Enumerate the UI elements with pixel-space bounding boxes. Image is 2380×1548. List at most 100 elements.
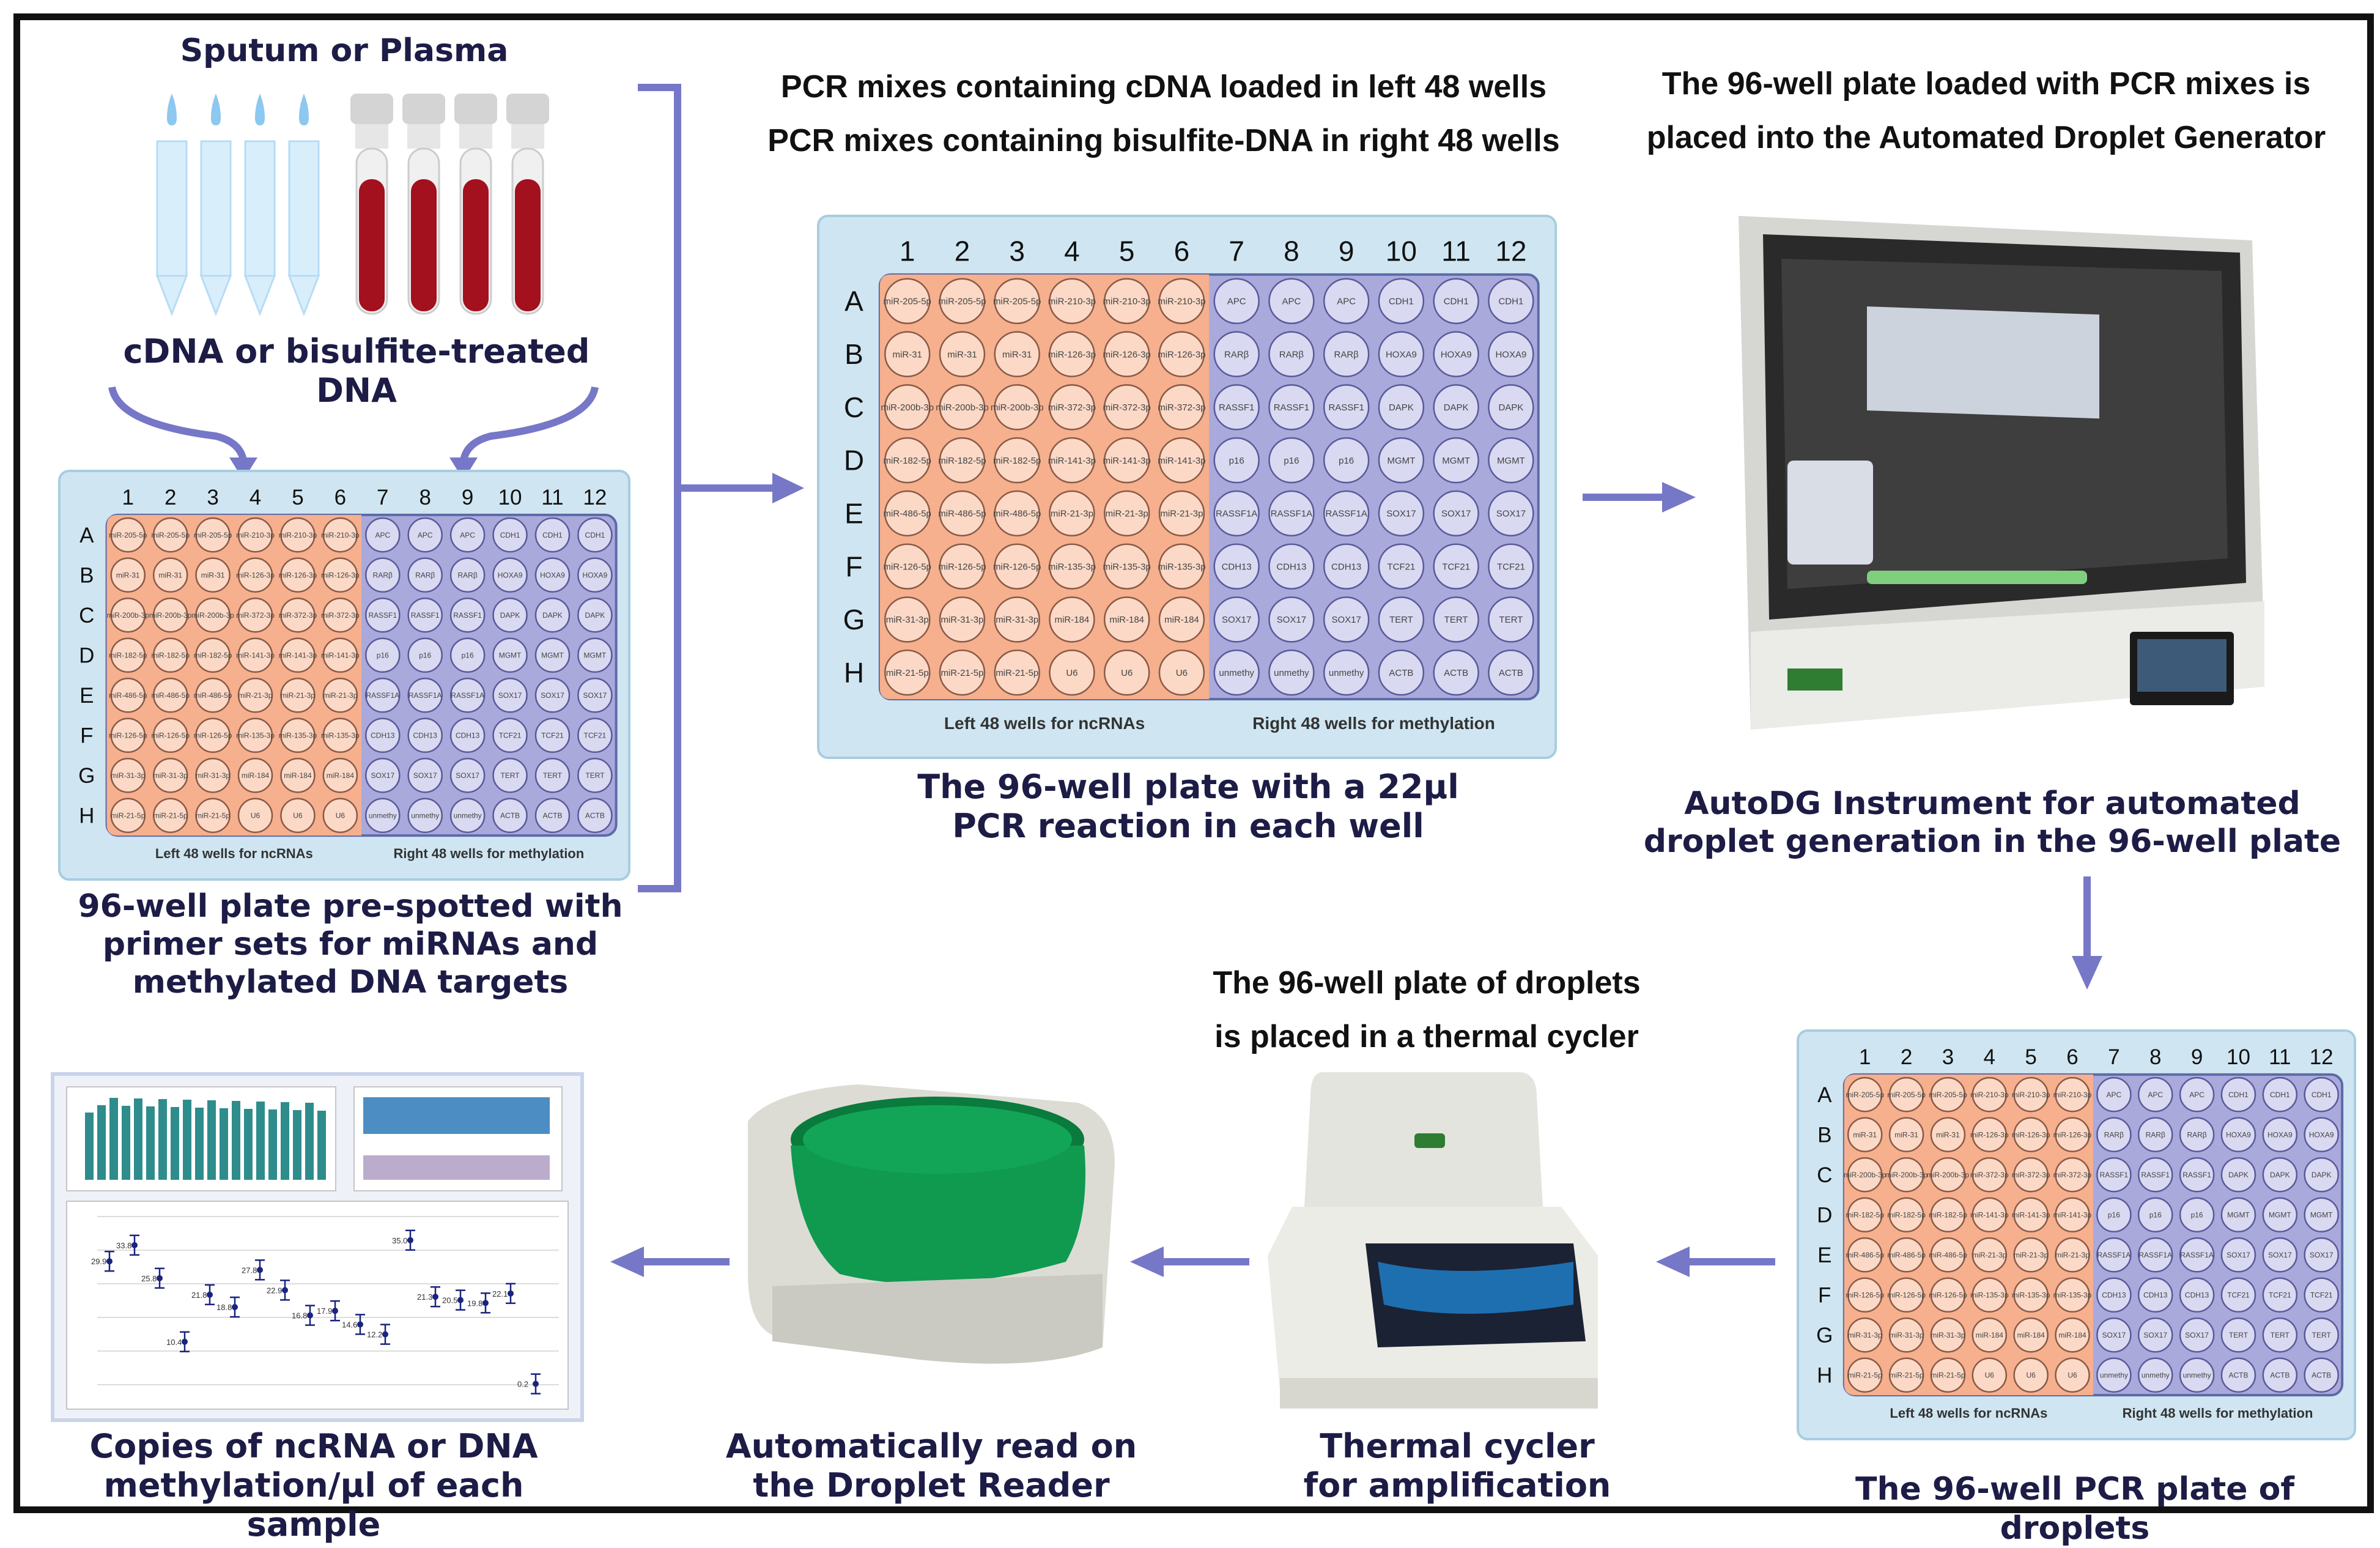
well [2137, 1357, 2173, 1393]
column-label: 6 [334, 486, 346, 509]
row-label: F [80, 724, 93, 748]
well [2304, 1277, 2339, 1313]
well [534, 517, 571, 553]
well [1847, 1076, 1883, 1113]
well-label: RASSF1A [451, 691, 484, 700]
well-label: CDH13 [371, 731, 395, 739]
scatter-point [457, 1297, 464, 1303]
scatter-point [282, 1287, 288, 1294]
well [2179, 1076, 2215, 1113]
well [1488, 543, 1534, 590]
well-label: TCF21 [541, 731, 564, 739]
well-label: miR-141-3p [2012, 1210, 2050, 1219]
well [994, 437, 1040, 484]
plate-22ul-label: The 96-well plate with a 22µl PCR reacti… [917, 768, 1459, 845]
well [577, 637, 613, 673]
well [365, 677, 401, 713]
well [152, 517, 188, 553]
well-label: CDH1 [585, 531, 605, 539]
arrow-down-to-droplets [2072, 876, 2102, 990]
well-label: HOXA9 [498, 571, 523, 579]
well-label: miR-200b-3p [1927, 1171, 1970, 1179]
well-label: miR-184 [242, 771, 270, 780]
well [1847, 1197, 1883, 1233]
well [280, 637, 316, 673]
well-label: miR-372-3p [2012, 1171, 2050, 1179]
well [322, 798, 358, 834]
well-label: p16 [1284, 456, 1299, 466]
well-label: CDH13 [1331, 561, 1361, 572]
well-label: miR-135-3p [1048, 561, 1096, 572]
well-label: miR-135-3p [321, 731, 360, 739]
well [152, 717, 188, 754]
well-label: CDH1 [2228, 1091, 2249, 1099]
scatter-point [482, 1300, 489, 1306]
well-label: RASSF1 [453, 611, 482, 620]
scatter-point [332, 1308, 338, 1314]
well [1930, 1157, 1966, 1193]
well-label: RARβ [458, 571, 478, 579]
well [1049, 543, 1095, 590]
column-label: 5 [2025, 1045, 2036, 1069]
well-label: miR-135-3p [1103, 561, 1151, 572]
well-label: DAPK [585, 611, 605, 620]
well [939, 490, 986, 537]
well [365, 798, 401, 834]
well [994, 543, 1040, 590]
well [577, 758, 613, 793]
well-label: miR-184 [1164, 615, 1199, 625]
well-label: miR-126-5p [194, 731, 232, 739]
point-label: 10.4 [166, 1338, 182, 1347]
well [939, 384, 986, 431]
well [1847, 1117, 1883, 1152]
well-label: RARβ [415, 571, 435, 579]
well-label: APC [2189, 1091, 2204, 1099]
well [322, 517, 358, 553]
column-label: 1 [122, 486, 134, 509]
left-caption: Left 48 wells for ncRNAs [1890, 1405, 2047, 1421]
well-label: miR-141-3p [1970, 1210, 2009, 1219]
well-label: APC [1227, 297, 1246, 307]
well-label: miR-126-5p [151, 731, 190, 739]
well-label: APC [1282, 297, 1301, 307]
well [280, 677, 316, 713]
row-label: D [844, 445, 864, 476]
well-label: p16 [377, 651, 389, 659]
well [2220, 1117, 2256, 1152]
well-label: miR-372-3p [1048, 402, 1096, 413]
well-label: p16 [1339, 456, 1354, 466]
point-label: 21.3 [417, 1292, 432, 1302]
well [1930, 1076, 1966, 1113]
scatter-point [207, 1291, 213, 1298]
well [280, 798, 316, 834]
well [1213, 437, 1260, 484]
well-label: miR-31-3p [153, 771, 188, 780]
well-label: miR-205-5p [151, 531, 190, 539]
well-label: miR-126-3p [1103, 349, 1151, 360]
well [2055, 1237, 2090, 1273]
well [195, 758, 231, 793]
row-label: D [1817, 1203, 1832, 1227]
bar [158, 1099, 167, 1180]
well [939, 596, 986, 643]
well-label: RASSF1 [1328, 402, 1364, 413]
well-label: miR-31 [158, 571, 182, 579]
well-label: miR-21-5p [196, 812, 230, 820]
well [1268, 650, 1315, 696]
well [407, 677, 443, 713]
point-label: 20.5 [442, 1296, 457, 1305]
well [1158, 490, 1205, 537]
row-label: C [79, 604, 94, 628]
well-label: DAPK [2228, 1171, 2249, 1179]
well-label: miR-135-3p [1970, 1291, 2009, 1299]
well-label: SOX17 [1441, 509, 1471, 519]
well-label: miR-205-5p [938, 297, 986, 307]
well [1488, 650, 1534, 696]
point-label: 27.8 [242, 1265, 257, 1275]
well [2137, 1117, 2173, 1152]
column-label: 7 [377, 486, 388, 509]
well [1268, 490, 1315, 537]
column-label: 9 [1339, 235, 1354, 267]
right-caption: Right 48 wells for methylation [393, 846, 584, 861]
